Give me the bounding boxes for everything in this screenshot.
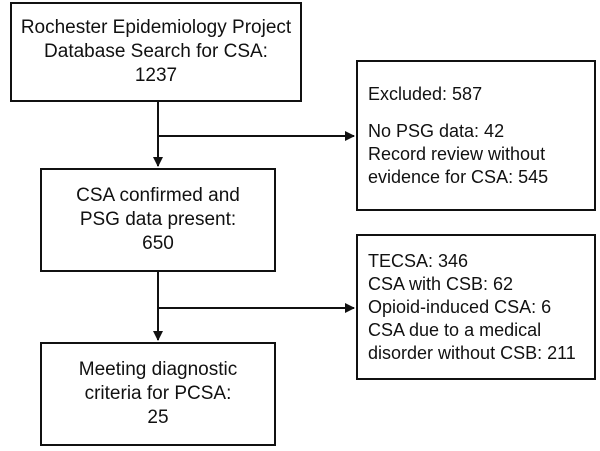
excluded-total: Excluded: 587: [368, 83, 483, 104]
confirmed-line-1: CSA confirmed and: [76, 185, 240, 206]
other-medical-line-2: disorder without CSB: 211: [368, 342, 576, 363]
confirmed-line-2: PSG data present:: [79, 209, 237, 230]
search-count: 1237: [134, 65, 178, 86]
excluded-review-line-1: Record review without: [368, 143, 546, 164]
search-line-2: Database Search for CSA:: [44, 41, 268, 62]
other-opioid-induced: Opioid-induced CSA: 6: [368, 296, 552, 317]
pcsa-line-2: criteria for PCSA:: [84, 383, 232, 404]
other-tecsa: TECSA: 346: [368, 250, 469, 271]
excluded-review-line-2: evidence for CSA: 545: [368, 166, 549, 187]
box-database-search: Rochester Epidemiology Project Database …: [10, 2, 302, 102]
box-excluded: Excluded: 587 No PSG data: 42 Record rev…: [356, 60, 596, 211]
confirmed-count: 650: [142, 233, 174, 254]
pcsa-count: 25: [147, 407, 169, 428]
box-csa-confirmed: CSA confirmed and PSG data present: 650: [40, 168, 276, 272]
box-other-diagnoses: TECSA: 346 CSA with CSB: 62 Opioid-induc…: [356, 234, 596, 380]
pcsa-line-1: Meeting diagnostic: [78, 359, 238, 380]
box-pcsa-criteria: Meeting diagnostic criteria for PCSA: 25: [40, 342, 276, 446]
other-medical-line-1: CSA due to a medical: [368, 319, 542, 340]
search-line-1: Rochester Epidemiology Project: [20, 17, 292, 38]
other-csa-with-csb: CSA with CSB: 62: [368, 273, 514, 294]
excluded-no-psg: No PSG data: 42: [368, 120, 505, 141]
